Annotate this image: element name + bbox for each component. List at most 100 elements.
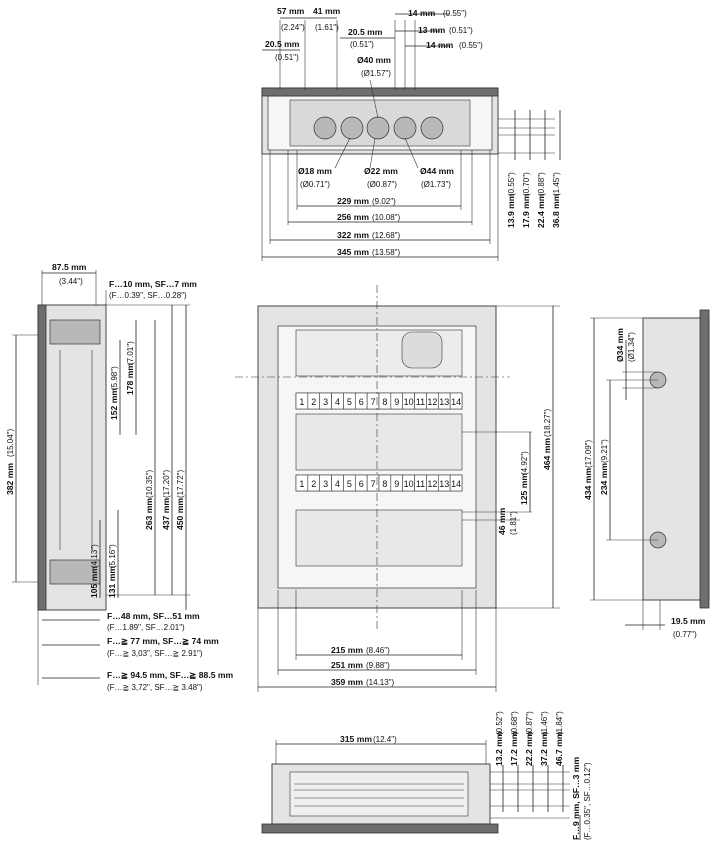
dim-label: 450 mm xyxy=(175,498,185,530)
dim-sublabel: (0.51") xyxy=(449,26,473,35)
knockout-hole xyxy=(340,116,364,140)
dim-sublabel: (Ø1.73") xyxy=(421,180,451,189)
dim-label: 125 mm xyxy=(519,473,529,505)
dim-sublabel: (F…≧ 3,03", SF…≧ 2.91") xyxy=(107,649,203,658)
dim-sublabel: (F…≧ 3,72", SF…≧ 3.48") xyxy=(107,683,203,692)
rear-view-flange xyxy=(699,309,710,609)
module-number: 4 xyxy=(335,397,340,407)
rear-view: 434 mm(17.09") 234 mm(9.21") Ø34 mm (Ø1.… xyxy=(583,309,710,639)
dim-label: 263 mm xyxy=(144,498,154,530)
dim-label: 14 mm xyxy=(408,8,436,18)
dim-label: 22.4 mm xyxy=(536,193,546,228)
dim-sublabel: (18.27") xyxy=(543,408,552,437)
dim-sublabel: (0.52") xyxy=(495,711,504,735)
dim-sublabel: (0.55") xyxy=(507,172,516,196)
module-cell xyxy=(449,474,463,492)
dim-label: 464 mm xyxy=(542,438,552,470)
dim-sublabel: (0.55") xyxy=(443,9,467,18)
dim-label: 345 mm xyxy=(337,247,369,257)
dim-label: 13 mm xyxy=(418,25,446,35)
dim-label: 17.2 mm xyxy=(509,731,519,766)
knockout-holes xyxy=(313,116,444,140)
dim-sublabel: (9.88") xyxy=(366,661,390,670)
dim-sublabel: (1.61") xyxy=(315,23,339,32)
dim-sublabel: (0.68") xyxy=(510,711,519,735)
dim-sublabel: (7.01") xyxy=(126,341,135,365)
dim-label: F…≧ 94.5 mm, SF…≧ 88.5 mm xyxy=(107,670,234,680)
dim-label: 434 mm xyxy=(583,468,593,500)
module-number: 6 xyxy=(359,397,364,407)
dim-sublabel: (9.02") xyxy=(372,197,396,206)
side-view-enclosure xyxy=(37,304,107,611)
dim-sublabel: (0.51") xyxy=(350,40,374,49)
dim-label: 382 mm xyxy=(5,463,15,495)
module-number: 8 xyxy=(382,479,387,489)
module-number: 2 xyxy=(311,397,316,407)
dim-label: 359 mm xyxy=(331,677,363,687)
dim-label: Ø40 mm xyxy=(357,55,391,65)
dim-sublabel: (13.58") xyxy=(372,248,401,257)
knockout-hole xyxy=(366,116,390,140)
module-number: 7 xyxy=(371,479,376,489)
dim-sublabel: (15.04") xyxy=(6,428,15,457)
dim-label: 57 mm xyxy=(277,6,305,16)
dim-sublabel: (0.77") xyxy=(673,630,697,639)
dim-sublabel: (0.55") xyxy=(459,41,483,50)
dim-sublabel: (1.81") xyxy=(509,511,518,535)
dim-label: Ø44 mm xyxy=(420,166,454,176)
module-number: 14 xyxy=(451,397,461,407)
dim-label: 315 mm xyxy=(340,734,372,744)
dim-label: 87.5 mm xyxy=(52,262,87,272)
dim-label: 322 mm xyxy=(337,230,369,240)
module-number: 14 xyxy=(451,479,461,489)
module-number: 12 xyxy=(427,479,437,489)
dim-sublabel: (0.51") xyxy=(275,53,299,62)
dim-sublabel: (2.24") xyxy=(281,23,305,32)
dim-sublabel: (0.88") xyxy=(537,172,546,196)
dim-label: 46.7 mm xyxy=(554,731,564,766)
dim-sublabel: (9.21") xyxy=(600,439,609,463)
side-view: 87.5 mm (3.44") F…10 mm, SF…7 mm (F…0.39… xyxy=(5,262,234,692)
dim-label: 37.2 mm xyxy=(539,731,549,766)
dim-label: 215 mm xyxy=(331,645,363,655)
dim-sublabel: (4.13") xyxy=(90,544,99,568)
rear-view-enclosure xyxy=(642,317,710,601)
dim-label: Ø18 mm xyxy=(298,166,332,176)
dim-label: 13.9 mm xyxy=(506,193,516,228)
module-number: 12 xyxy=(427,397,437,407)
module-number: 6 xyxy=(359,479,364,489)
module-number: 11 xyxy=(416,479,425,489)
dim-sublabel: (5.16") xyxy=(108,544,117,568)
dim-label: 229 mm xyxy=(337,196,369,206)
dim-label: F…≧ 77 mm, SF…≧ 74 mm xyxy=(107,636,219,646)
front-view-module-cover xyxy=(295,509,463,567)
dim-label: 105 mm xyxy=(89,566,99,598)
dim-label: 234 mm xyxy=(599,463,609,495)
side-view-rail xyxy=(49,559,101,585)
module-number: 9 xyxy=(394,397,399,407)
module-number: 10 xyxy=(404,397,414,407)
top-view-rim xyxy=(261,87,499,97)
dim-label: F…9 mm, SF…3 mm xyxy=(571,757,581,840)
dim-sublabel: (F…1.89", SF…2.01") xyxy=(107,623,185,632)
bottom-view: 315 mm (12.4") 13.2 mm(0.52") 17.2 mm(0.… xyxy=(261,711,592,840)
dim-sublabel: (17.09") xyxy=(584,439,593,468)
dim-label: 437 mm xyxy=(161,498,171,530)
knockout-hole xyxy=(420,116,444,140)
dim-sublabel: (0.87") xyxy=(525,711,534,735)
module-number: 7 xyxy=(371,397,376,407)
bottom-view-panel xyxy=(289,771,469,817)
dim-label: 22.2 mm xyxy=(524,731,534,766)
dim-sublabel: (14.13") xyxy=(366,678,395,687)
dim-label: F…48 mm, SF…51 mm xyxy=(107,611,200,621)
dim-label: 19.5 mm xyxy=(671,616,706,626)
dim-sublabel: (17.72") xyxy=(176,469,185,498)
dim-label: 13.2 mm xyxy=(494,731,504,766)
dim-sublabel: (F…0.39", SF…0.28") xyxy=(109,291,187,300)
dim-label: 36.8 mm xyxy=(551,193,561,228)
dim-sublabel: (12.4") xyxy=(373,735,397,744)
dim-sublabel: (12.68") xyxy=(372,231,401,240)
